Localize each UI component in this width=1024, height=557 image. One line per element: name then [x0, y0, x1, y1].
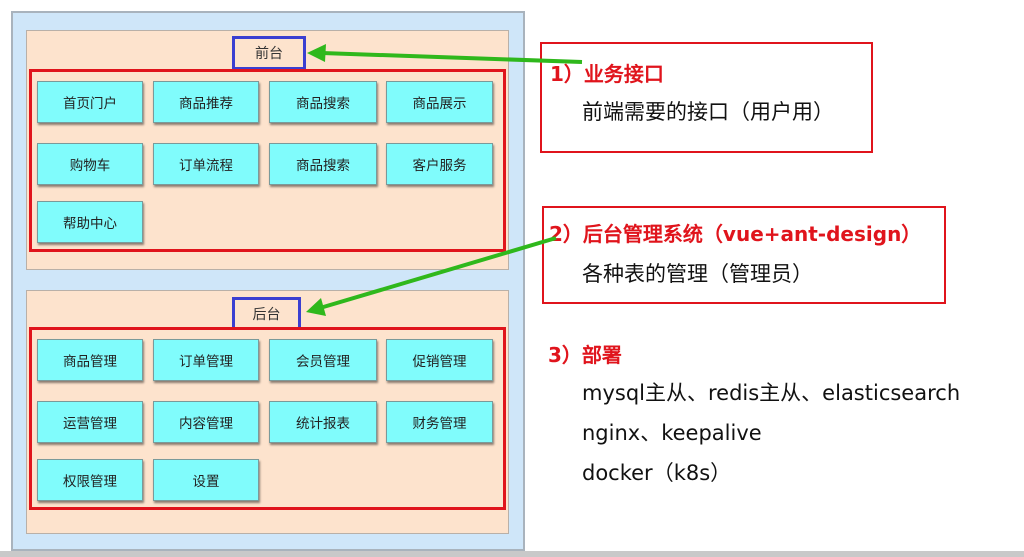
tile-product-display: 商品展示 — [386, 81, 493, 123]
tile-product-search-2: 商品搜索 — [269, 143, 377, 185]
deployment-line-3: docker（k8s） — [582, 461, 732, 485]
tile-statistics-report: 统计报表 — [269, 401, 377, 443]
tile-content-management: 内容管理 — [153, 401, 259, 443]
tile-product-management: 商品管理 — [37, 339, 143, 381]
tile-finance-management: 财务管理 — [386, 401, 493, 443]
frontend-highlight-frame — [29, 69, 506, 252]
deployment-line-1: mysql主从、redis主从、elasticsearch — [582, 381, 961, 405]
tile-help-center: 帮助中心 — [37, 201, 143, 243]
callout-business-api-desc: 前端需要的接口（用户用） — [582, 100, 834, 124]
tile-member-management: 会员管理 — [269, 339, 377, 381]
backend-highlight-frame — [29, 327, 506, 510]
frontend-title: 前台 — [232, 36, 306, 70]
tile-order-flow: 订单流程 — [153, 143, 259, 185]
tile-permission-management: 权限管理 — [37, 459, 143, 501]
callout-business-api: 1）业务接口 前端需要的接口（用户用） — [540, 42, 873, 153]
tile-promotion-management: 促销管理 — [386, 339, 493, 381]
tile-order-management: 订单管理 — [153, 339, 259, 381]
tile-homepage-portal: 首页门户 — [37, 81, 143, 123]
tile-shopping-cart: 购物车 — [37, 143, 143, 185]
tile-customer-service: 客户服务 — [386, 143, 493, 185]
frontend-title-label: 前台 — [255, 46, 283, 62]
tile-settings: 设置 — [153, 459, 259, 501]
deployment-line-2: nginx、keepalive — [582, 421, 762, 445]
callout-business-api-heading: 1）业务接口 — [550, 62, 664, 86]
deployment-heading: 3）部署 — [548, 343, 622, 367]
arrow-to-frontend — [307, 44, 583, 64]
tile-product-recommend: 商品推荐 — [153, 81, 259, 123]
callout-admin-system-heading: 2）后台管理系统（vue+ant-design） — [549, 222, 922, 246]
arrow-to-backend — [306, 236, 557, 316]
tile-product-search: 商品搜索 — [269, 81, 377, 123]
backend-title-label: 后台 — [252, 306, 281, 323]
callout-admin-system: 2）后台管理系统（vue+ant-design） 各种表的管理（管理员） — [542, 206, 946, 304]
tile-operations-management: 运营管理 — [37, 401, 143, 443]
bottom-divider — [0, 551, 1024, 557]
callout-admin-system-desc: 各种表的管理（管理员） — [582, 262, 813, 286]
